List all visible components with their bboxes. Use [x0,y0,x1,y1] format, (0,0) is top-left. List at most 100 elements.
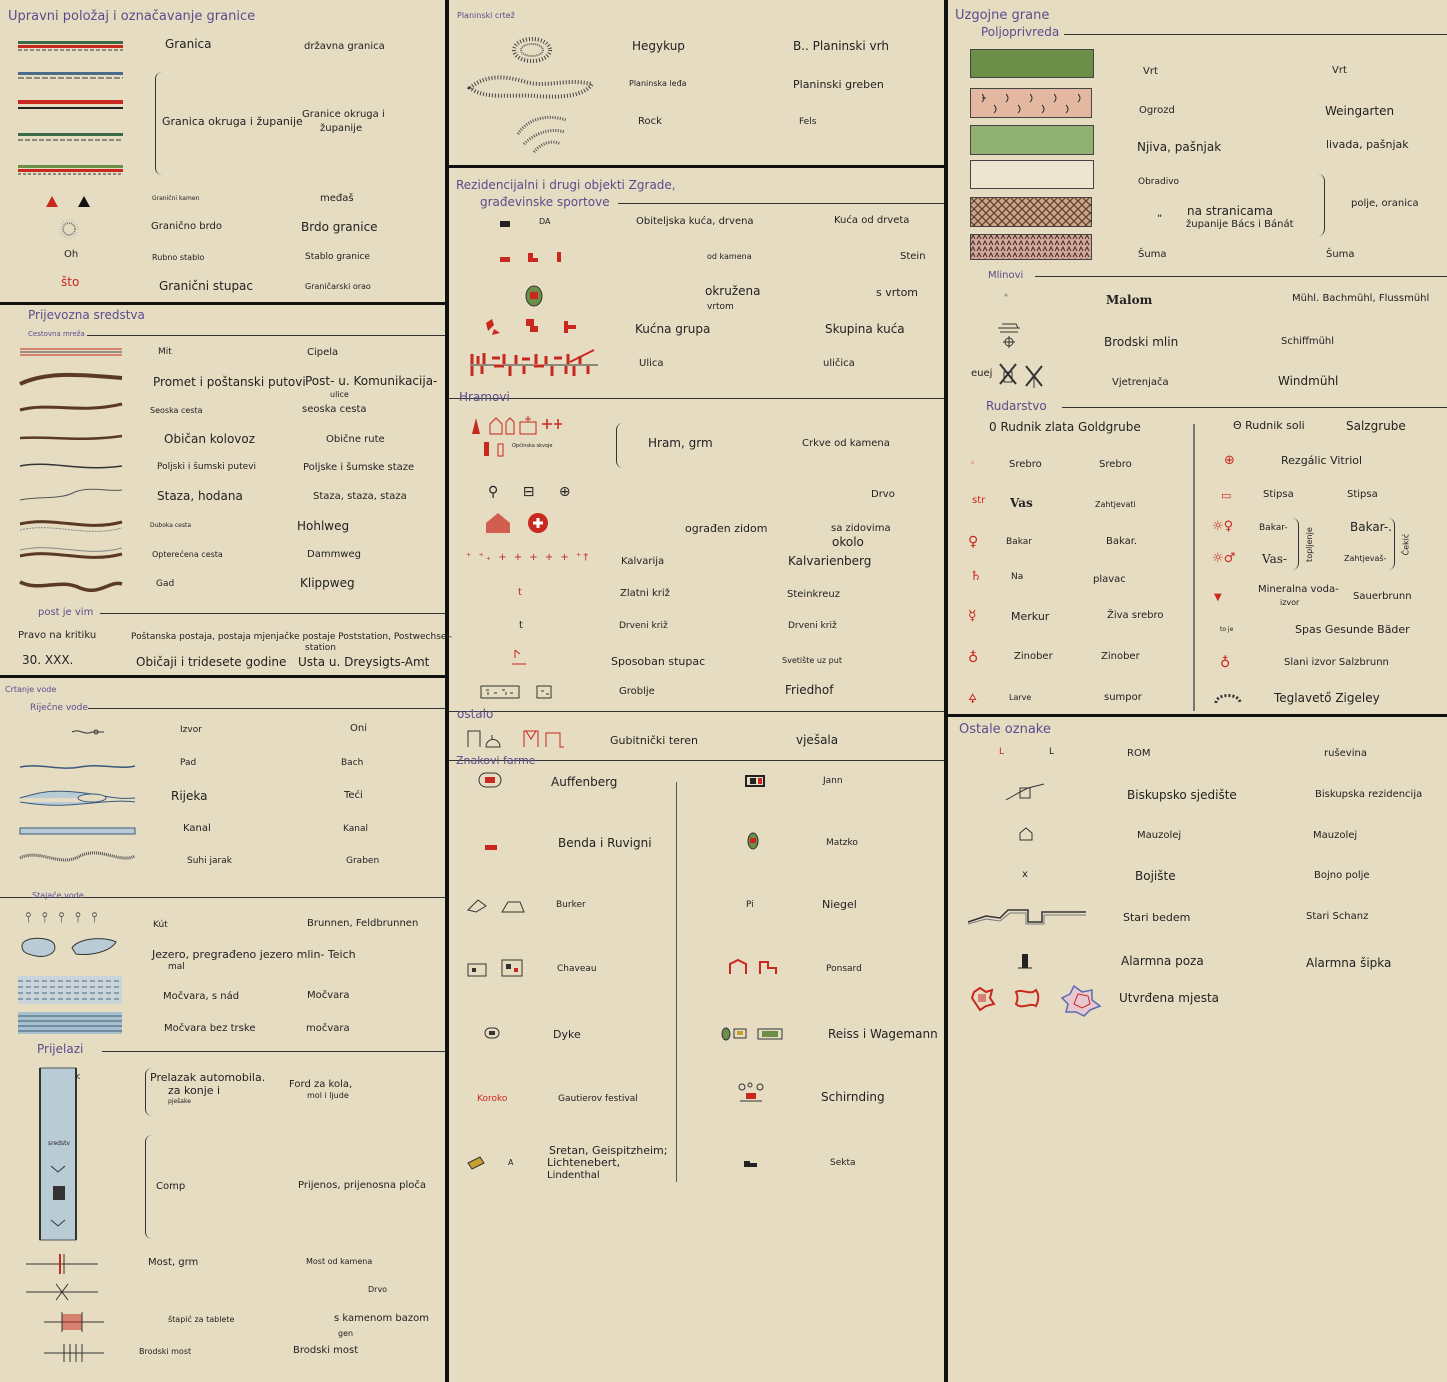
legend-label: štapić za tablete [168,1315,235,1324]
legend-label: Graben [346,856,380,866]
section-divider [948,714,1447,717]
legend-label: Stari bedem [1123,911,1191,924]
legend-label: Biskupsko sjedište [1127,788,1237,802]
subsection-title: post je vim [38,607,94,618]
copper-icon: ♀ [968,534,979,550]
legend-label: Granica okruga i županije [162,115,303,128]
section-title: Prijevozna sredstva [28,308,145,322]
legend-label: močvara [306,1023,350,1034]
legend-label: Suhi jarak [187,856,232,866]
legend-label: Steinkreuz [787,589,840,600]
legend-label: Rijeka [171,789,208,803]
legend-label: Stipsa [1263,489,1294,500]
legend-label: Most, grm [148,1257,199,1268]
legend-label: seoska cesta [302,404,367,415]
legend-label: Promet i poštanski putovi [153,375,306,389]
legend-label: 30. XXX. [22,653,74,667]
canal-icon [19,827,136,835]
subsection-rule [102,1051,445,1052]
legend-label: station [305,643,336,653]
legend-label: Schirnding [821,1090,885,1104]
legend-label: Šuma [1138,249,1167,260]
farm-icon [467,1156,485,1170]
subsection-rule [100,613,445,614]
legend-label: Jezero, pregrađeno jezero mlin- Teich [152,948,356,961]
legend-label: Weingarten [1325,104,1395,118]
legend-label: Drvo [368,1285,388,1294]
legend-label: „ [1157,208,1163,219]
legend-label: vješala [796,733,839,747]
section-divider [449,711,944,712]
legend-label: ulice [330,390,349,399]
legend-label: Sposoban stupac [611,655,706,668]
wayside-shrine-icon [512,649,526,665]
legend-label: to je [1220,626,1234,633]
legend-label: Auffenberg [551,775,618,789]
legend-label: 0 Rudnik zlata Goldgrube [989,420,1141,434]
legend-label: Močvara, s nád [163,991,240,1002]
brace [1388,518,1395,570]
legend-label: Mühl. Bachmühl, Flussmühl [1292,293,1430,304]
legend-label: Spas Gesunde Bäder [1295,623,1410,636]
section-title: Ostale oznake [959,722,1051,737]
subsection-rule [1035,276,1447,277]
legend-label: Rezgálic Vitriol [1281,454,1363,467]
road-symbol [19,434,123,440]
section-title: Prijelazi [37,1042,84,1056]
smelting-icon: ☼♀ [1212,519,1234,534]
legend-label: Zinober [1014,651,1053,662]
legend-label: k [75,1072,81,1082]
bishop-seat-icon [1005,783,1045,801]
legend-label: ROM [1127,748,1151,759]
legend-label: Schiffmühl [1281,336,1335,347]
column-rule [676,782,677,1182]
brace [145,1135,152,1239]
section-title: Uzgojne grane [955,8,1050,23]
legend-label: Obiteljska kuća, drvena [636,216,754,227]
state-border-symbol [18,41,123,51]
orchard-swatch [970,88,1092,118]
county-border-symbol [18,100,123,109]
legend-label: Poljske i šumske staze [303,462,415,473]
legend-label: Bakar-. [1350,520,1392,534]
legend-label: sumpor [1104,692,1142,703]
legend-label: Bach [341,758,364,768]
section-title: građevinske sportove [480,195,610,209]
brine-spring-icon: ♁ [1220,655,1231,671]
rock-icon [516,115,567,153]
section-title: Rudarstvo [986,399,1047,413]
legend-label: Θ Rudnik soli [1233,419,1305,432]
subsection-title: Cestovna mreža [28,330,85,338]
farm-icon [467,959,523,977]
subsection-rule [87,335,445,336]
legend-label: Sauerbrunn [1353,591,1412,602]
road-symbol [19,547,123,559]
dry-ditch-icon [19,851,136,862]
gallows-icon [467,730,564,748]
legend-label: Brodski mlin [1104,335,1179,349]
alarm-post-icon [1018,954,1032,969]
legend-label: Chaveau [557,964,597,974]
legend-label: Srebro [1099,459,1132,470]
legend-label: Hegykup [632,39,685,53]
legend-label: Vjetrenjača [1112,377,1169,388]
county-border-symbol [18,72,123,79]
legend-label: Windmühl [1278,374,1339,388]
legend-label: Vrt [1143,66,1158,77]
legend-label: gen [338,1329,354,1338]
bridge-icon [26,1283,98,1301]
legend-label: Šuma [1326,249,1355,260]
legend-label: državna granica [304,41,385,52]
legend-label: županije Bács i Bánát [1186,219,1294,230]
legend-label: Oh [64,249,79,260]
legend-label: polje, oranica [1351,198,1419,209]
legend-label: Staza, hodana [157,489,243,503]
legend-label: Gautierov festival [558,1094,638,1104]
legend-label: Rubno stablo [152,253,205,262]
house-icon [500,221,510,227]
legend-label: Pravo na kritiku [18,630,97,641]
legend-label: Planinski greben [793,78,884,91]
legend-label: Granično brdo [151,221,222,232]
meadow-swatch [970,125,1094,155]
legend-label: Seoska cesta [150,406,203,415]
